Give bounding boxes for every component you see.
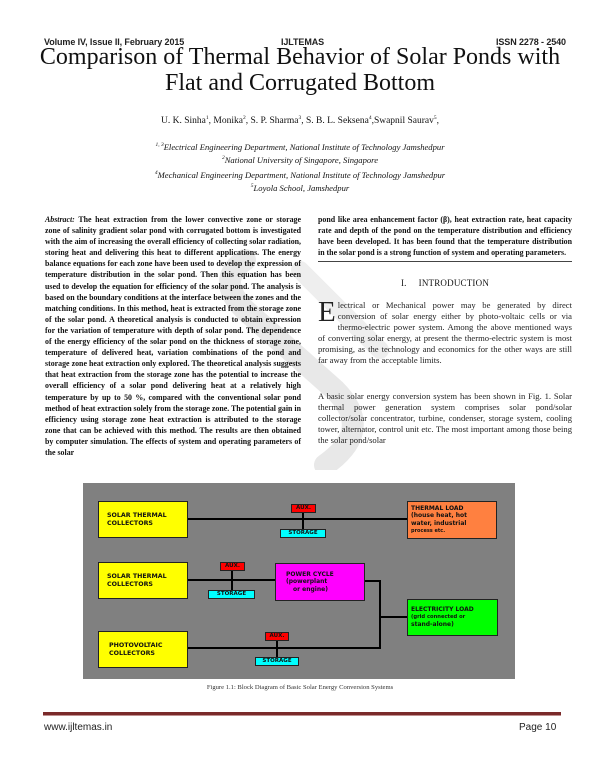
connector-line xyxy=(231,570,233,591)
footer-page-number: Page 10 xyxy=(519,722,557,733)
connector-line xyxy=(187,518,409,520)
connector-line xyxy=(276,640,278,658)
footer-website-link[interactable]: www.ijltemas.in xyxy=(44,722,113,733)
title-line-2: Flat and Corrugated Bottom xyxy=(165,70,435,96)
journal-name: IJLTEMAS xyxy=(281,37,325,47)
author-list: U. K. Sinha1, Monika2, S. P. Sharma3, S.… xyxy=(161,115,439,126)
affiliation-group-2: 4Mechanical Engineering Department, Nati… xyxy=(0,168,600,194)
author: S. B. L. Seksena xyxy=(306,116,369,126)
footer-rule xyxy=(43,712,561,716)
aux-box-1: AUX. xyxy=(291,504,316,513)
abstract-text: The heat extraction from the lower conve… xyxy=(45,215,302,457)
aux-box-3: AUX. xyxy=(265,632,289,641)
thermal-load-box: THERMAL LOAD (house heat, hot water, ind… xyxy=(407,501,497,539)
affiliation: 5Loyola School, Jamshedpur xyxy=(250,183,350,193)
journal-issn: ISSN 2278 - 2540 xyxy=(496,37,566,47)
drop-cap: E xyxy=(318,296,336,328)
abstract-right: pond like area enhancement factor (β), h… xyxy=(318,214,572,263)
electricity-load-box: ELECTRICITY LOAD (grid connected or stan… xyxy=(407,599,498,636)
abstract-left: Abstract: The heat extraction from the l… xyxy=(45,214,301,458)
solar-thermal-collectors-box-1: SOLAR THERMAL COLLECTORS xyxy=(98,501,188,538)
connector-line xyxy=(379,616,409,618)
author: Monika xyxy=(213,116,243,126)
solar-thermal-collectors-box-2: SOLAR THERMAL COLLECTORS xyxy=(98,562,188,599)
connector-line xyxy=(379,580,381,649)
block-diagram: SOLAR THERMAL COLLECTORS AUX. STORAGE TH… xyxy=(83,483,515,679)
author: S. P. Sharma xyxy=(250,116,299,126)
affiliation-group-1: 1, 3Electrical Engineering Department, N… xyxy=(0,140,600,166)
connector-line xyxy=(187,647,381,649)
storage-box-1: STORAGE xyxy=(280,529,326,538)
journal-volume: Volume IV, Issue II, February 2015 xyxy=(44,37,185,47)
section-title: INTRODUCTION xyxy=(418,278,490,288)
intro-paragraph-2: A basic solar energy conversion system h… xyxy=(318,391,572,446)
affiliation: 4Mechanical Engineering Department, Nati… xyxy=(154,170,446,180)
aux-box-2: AUX. xyxy=(220,562,245,571)
figure-caption: Figure 1.1: Block Diagram of Basic Solar… xyxy=(206,684,394,691)
connector-line xyxy=(364,580,381,582)
author: Swapnil Saurav xyxy=(373,116,434,126)
title-line-1: Comparison of Thermal Behavior of Solar … xyxy=(39,44,561,70)
section-number: I. xyxy=(400,278,407,288)
affiliation: 2National University of Singapore, Singa… xyxy=(221,155,379,165)
storage-box-3: STORAGE xyxy=(255,657,299,666)
power-cycle-box: POWER CYCLE (powerplant or engine) xyxy=(275,563,365,601)
photovoltaic-collectors-box: PHOTOVOLTAIC COLLECTORS xyxy=(98,631,188,668)
author: U. K. Sinha xyxy=(161,116,206,126)
affiliation: 1, 3Electrical Engineering Department, N… xyxy=(155,142,445,152)
section-heading: I. INTRODUCTION xyxy=(318,278,572,288)
storage-box-2: STORAGE xyxy=(208,590,255,599)
paper-title: Comparison of Thermal Behavior of Solar … xyxy=(0,44,600,96)
connector-line xyxy=(302,512,304,530)
abstract-label: Abstract: xyxy=(45,215,75,224)
